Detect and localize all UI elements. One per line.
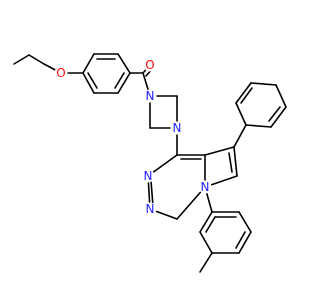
phenyl-ring-bond-4 [275, 84, 287, 108]
ethyl-ch2-o-bond [28, 54, 45, 65]
carbonyl-oxygen-label: O [145, 58, 154, 72]
pyrimidine-double-1 [150, 180, 154, 207]
bond-layer [13, 53, 287, 273]
structure-diagram: O O N N N N N [13, 53, 287, 273]
pyrimidine-n3-label: N [144, 169, 153, 183]
tolyl-ring-double-3 [205, 216, 216, 233]
piperazine-aryl-nitrogen: N [170, 121, 184, 135]
pyrimidine-n1: N [143, 202, 157, 216]
phenyl-link-bond [233, 124, 247, 148]
carbonyl-oxygen: O [143, 58, 157, 72]
piperazine-aryl-nitrogen-label: N [173, 121, 182, 135]
phenyl-ring-double-1 [240, 87, 253, 104]
pyrimidine-n1-label: N [146, 202, 155, 216]
ether-oxygen: O [54, 66, 68, 80]
tolyl-ring-bond-5 [199, 231, 213, 254]
pyrrole-c5-c6-bond [233, 146, 238, 177]
tolyl-ring-bond-6 [199, 211, 213, 233]
benzoyl-ring-double-2 [114, 72, 125, 89]
tolyl-ring-bond-2 [238, 211, 252, 233]
tolyl-ring-bond-3 [238, 231, 252, 254]
phenyl-ring-bond-3 [250, 82, 277, 86]
phenyl-ring-bond-5 [270, 106, 287, 128]
tolyl-methyl-bond [199, 252, 213, 273]
piperazine-amide-nitrogen: N [143, 89, 157, 103]
piperazine-amide-nitrogen-label: N [146, 89, 155, 103]
phenyl-ring-bond-1 [235, 102, 247, 126]
benzoyl-ring-double-3 [87, 72, 98, 89]
tolyl-ring-double-2 [235, 231, 246, 249]
pyrimidine-n3: N [141, 169, 155, 183]
pyrrole-c4a-c5-bond [204, 146, 235, 156]
ethyl-ch3-ch2-bond [13, 54, 30, 65]
atom-label-layer: O O N N N N N [54, 58, 212, 216]
ether-oxygen-label: O [56, 66, 65, 80]
pyrrole-n7-label: N [201, 180, 210, 194]
benzoyl-ring-bond-1 [82, 53, 95, 74]
phenyl-ring-double-2 [268, 106, 281, 122]
benzoyl-ring-bond-3 [117, 53, 131, 74]
pyrrole-double-1 [228, 152, 233, 173]
phenyl-ring-bond-2 [235, 82, 252, 104]
benzoyl-ring-bond-4 [117, 72, 131, 94]
pyrimidine-n1-c7a-bond [176, 186, 206, 220]
benzoyl-ring-bond-6 [82, 72, 95, 94]
pyrrole-n7: N [198, 180, 212, 194]
phenyl-ring-bond-6 [245, 124, 272, 128]
